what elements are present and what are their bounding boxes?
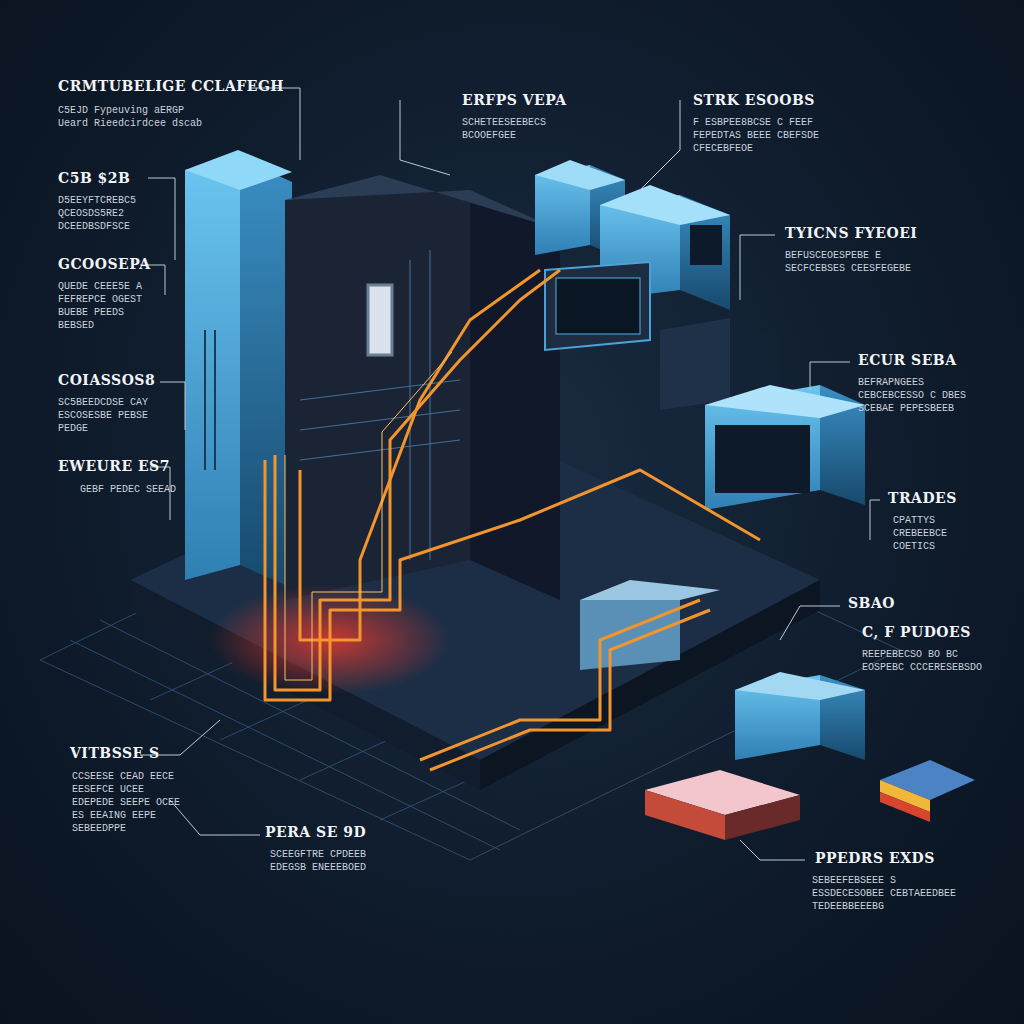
callout-text: CPATTYS CREBEEBCE COETICS bbox=[893, 514, 993, 553]
callout-text: SCEEGFTRE CPDEEB EDEGSB ENEEEBOED bbox=[270, 848, 400, 874]
callout-heading: STRK ESOOBS bbox=[693, 92, 815, 108]
callout-text: D5EEYFTCREBC5 QCEOSDS5RE2 DCEEDBSDFSCE bbox=[58, 194, 168, 233]
callout-heading: PERA SE 9D bbox=[265, 824, 366, 840]
callout-text: CCSEESE CEAD EECE EESEFCE UCEE EDEPEDE S… bbox=[72, 770, 192, 835]
callout-heading: ECUR SEBA bbox=[858, 352, 957, 368]
callout-heading: SBAO bbox=[848, 595, 895, 611]
callout-text: SCHETEESEEBECS BCOOEFGEE bbox=[462, 116, 582, 142]
callout-heading: VITBSSE S bbox=[70, 745, 160, 761]
callout-heading: PPEDRS EXDS bbox=[815, 850, 935, 866]
callout-heading: GCOOSEPA bbox=[58, 256, 151, 272]
callout-text: F ESBPEE8BCSE C FEEF FEPEDTAS BEEE CBEFS… bbox=[693, 116, 843, 155]
callout-text: GEBF PEDEC SEEAD bbox=[80, 483, 200, 496]
callout-heading: C, F PUDOES bbox=[862, 624, 971, 640]
callout-heading: TYICNS FYEOEI bbox=[785, 225, 917, 241]
callout-heading: EWEURE ES7 bbox=[58, 458, 170, 474]
callout-text: QUEDE CEEE5E A FEFREPCE OGEST BUEBE PEED… bbox=[58, 280, 158, 332]
callout-text: REEPEBECSO BO BC EOSPEBC CCCERESEBSDO bbox=[862, 648, 992, 674]
callout-text: BEFUSCEOESPEBE E SECFCEBSES CEESFEGEBE bbox=[785, 249, 925, 275]
callout-text: SC5BEEDCDSE CAY ESCOSESBE PEBSE PEDGE bbox=[58, 396, 158, 435]
callout-text: C5EJD Fypeuving aERGP Ueard Rieedcirdcee… bbox=[58, 104, 208, 130]
callout-heading: CRMTUBELIGE CCLAFEGH bbox=[58, 78, 284, 94]
callout-text: BEFRAPNGEES CEBCEBCESSO C DBES SCEBAE PE… bbox=[858, 376, 978, 415]
callout-heading: C5B $2B bbox=[58, 170, 130, 186]
callout-heading: ERFPS VEPA bbox=[462, 92, 567, 108]
callout-heading: TRADES bbox=[888, 490, 957, 506]
callout-heading: COIASSOS8 bbox=[58, 372, 155, 388]
callout-text: SEBEEFEBSEEE S ESSDECESOBEE CEBTAEEDBEE … bbox=[812, 874, 962, 913]
